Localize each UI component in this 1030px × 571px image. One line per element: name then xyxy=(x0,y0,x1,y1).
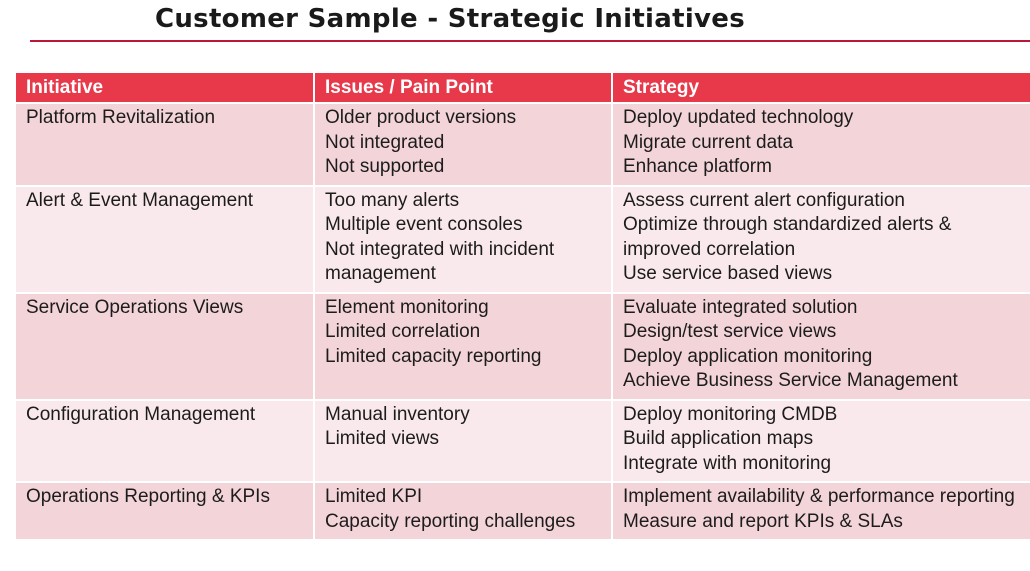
strategy-cell: Assess current alert configuration Optim… xyxy=(612,185,1030,294)
initiative-cell: Operations Reporting & KPIs xyxy=(16,482,315,541)
table-row: Service Operations Views Element monitor… xyxy=(16,292,1030,401)
initiative-name: Configuration Management xyxy=(26,403,256,425)
strategy-cell: Deploy updated technology Migrate curren… xyxy=(612,103,1030,187)
strategy-item: Deploy application monitoring xyxy=(623,345,873,367)
table-header-row: Initiative Issues / Pain Point Strategy xyxy=(16,73,1030,104)
issue-item: Not supported xyxy=(325,156,445,177)
issue-item: Capacity reporting challenges xyxy=(325,510,576,532)
strategy-item: Migrate current data xyxy=(623,131,794,153)
strategy-item: Design/test service views xyxy=(623,321,837,342)
strategy-item: Optimize through standardized alerts & i… xyxy=(623,214,952,260)
strategy-item: Implement availability & performance rep… xyxy=(623,486,1015,507)
issue-item: Not integrated xyxy=(325,131,445,153)
issues-cell: Limited KPI Capacity reporting challenge… xyxy=(314,482,613,541)
strategy-item: Assess current alert configuration xyxy=(623,189,905,211)
issue-item: Older product versions xyxy=(325,107,517,128)
issue-item: Manual inventory xyxy=(325,403,470,425)
title-divider xyxy=(30,40,1030,42)
strategy-item: Evaluate integrated solution xyxy=(623,296,858,318)
header-strategy: Strategy xyxy=(612,73,1030,104)
initiatives-table: Initiative Issues / Pain Point Strategy … xyxy=(16,73,1030,541)
issue-item: Not integrated with incident management xyxy=(325,238,555,285)
initiative-name: Platform Revitalization xyxy=(26,107,216,128)
table-row: Operations Reporting & KPIs Limited KPI … xyxy=(16,482,1030,541)
page-title: Customer Sample - Strategic Initiatives xyxy=(154,4,746,34)
strategy-item: Integrate with monitoring xyxy=(623,452,832,474)
strategy-item: Deploy updated technology xyxy=(623,107,854,128)
strategy-item: Achieve Business Service Management xyxy=(623,370,958,391)
strategy-item: Enhance platform xyxy=(623,156,772,177)
issue-item: Limited views xyxy=(325,428,440,449)
issue-item: Element monitoring xyxy=(325,296,489,318)
header-initiative: Initiative xyxy=(16,73,315,104)
strategy-item: Use service based views xyxy=(623,263,833,284)
strategy-cell: Implement availability & performance rep… xyxy=(612,482,1030,541)
issue-item: Limited capacity reporting xyxy=(325,345,542,367)
issues-cell: Element monitoring Limited correlation L… xyxy=(314,292,613,401)
issues-cell: Too many alerts Multiple event consoles … xyxy=(314,185,613,294)
initiative-name: Service Operations Views xyxy=(26,296,244,318)
strategy-cell: Evaluate integrated solution Design/test… xyxy=(612,292,1030,401)
header-issues: Issues / Pain Point xyxy=(314,73,613,104)
strategy-cell: Deploy monitoring CMDB Build application… xyxy=(612,399,1030,483)
table-row: Platform Revitalization Older product ve… xyxy=(16,103,1030,187)
strategy-item: Build application maps xyxy=(623,428,814,449)
initiative-cell: Alert & Event Management xyxy=(16,185,315,294)
issue-item: Multiple event consoles xyxy=(325,214,523,235)
table-row: Configuration Management Manual inventor… xyxy=(16,399,1030,483)
initiative-cell: Configuration Management xyxy=(16,399,315,483)
issue-item: Too many alerts xyxy=(325,189,460,211)
table-row: Alert & Event Management Too many alerts… xyxy=(16,185,1030,294)
strategy-item: Measure and report KPIs & SLAs xyxy=(623,510,903,532)
issue-item: Limited KPI xyxy=(325,486,423,507)
issues-cell: Older product versions Not integrated No… xyxy=(314,103,613,187)
initiative-cell: Platform Revitalization xyxy=(16,103,315,187)
issues-cell: Manual inventory Limited views xyxy=(314,399,613,483)
strategy-item: Deploy monitoring CMDB xyxy=(623,403,838,425)
issue-item: Limited correlation xyxy=(325,321,481,342)
initiative-name: Operations Reporting & KPIs xyxy=(26,486,270,507)
initiative-cell: Service Operations Views xyxy=(16,292,315,401)
initiative-name: Alert & Event Management xyxy=(26,189,254,211)
